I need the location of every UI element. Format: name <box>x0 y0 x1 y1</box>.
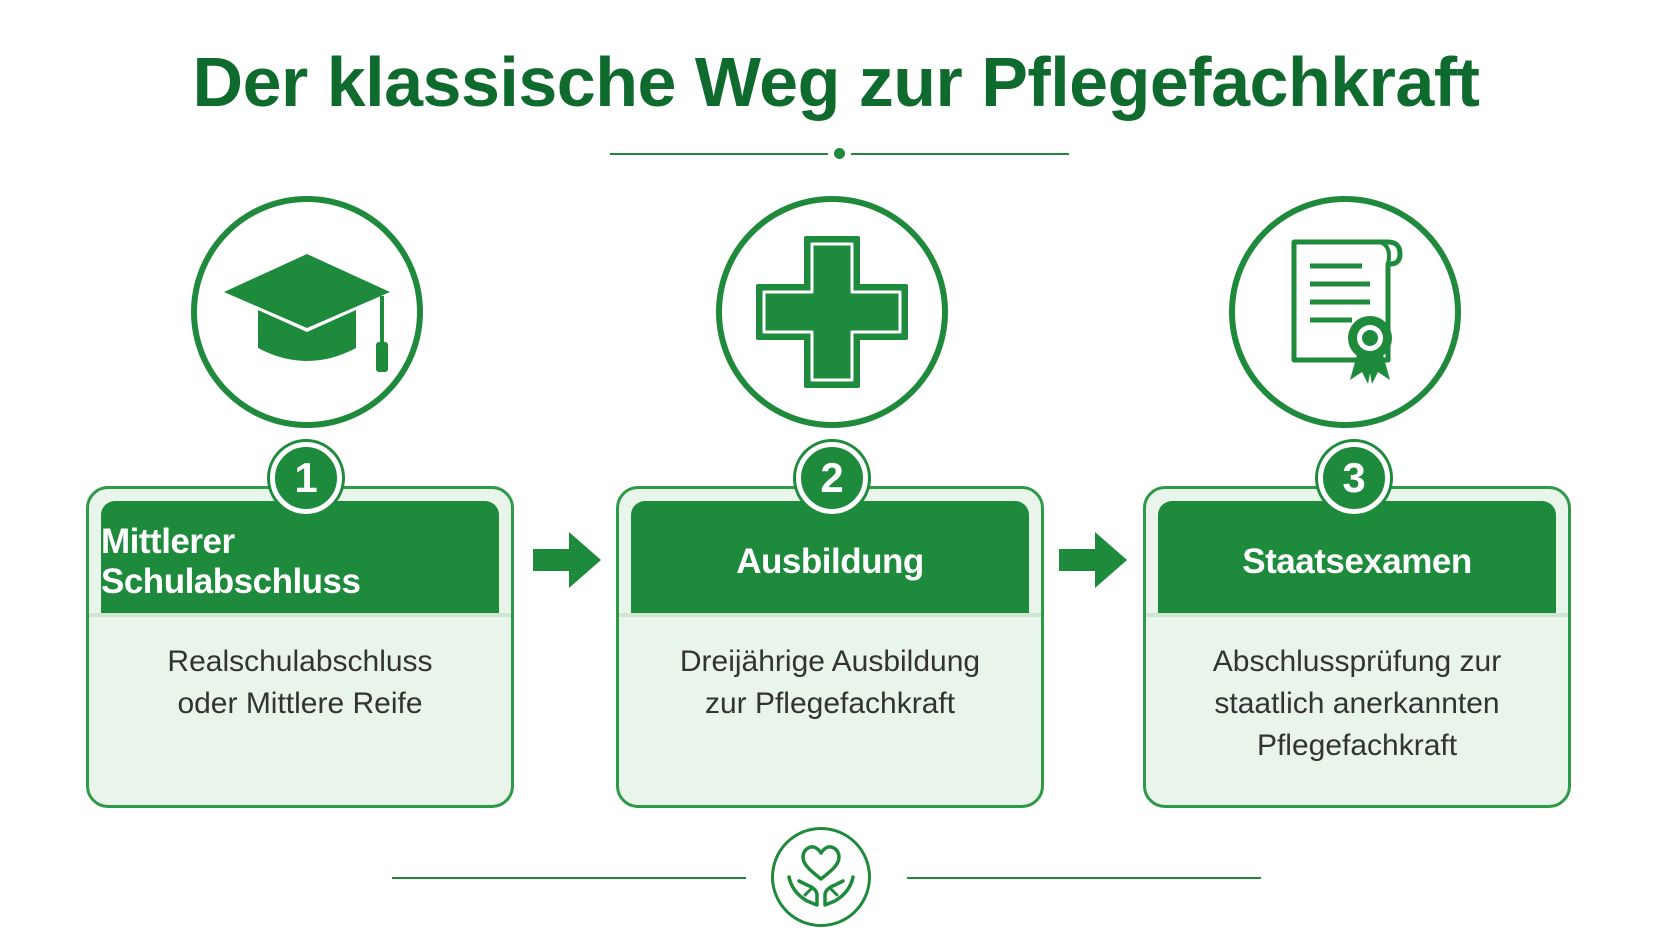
step-1-card: Mittlerer Schulabschluss Realschulabschl… <box>86 486 514 808</box>
footer-emblem <box>771 827 871 927</box>
step-1-description: Realschulabschluss oder Mittlere Reife <box>167 645 433 720</box>
step-3-card-divider <box>1146 613 1568 617</box>
step-2-card: Ausbildung Dreijährige Ausbildung zur Pf… <box>616 486 1044 808</box>
step-1-number-badge: 1 <box>270 442 342 514</box>
title-divider-left <box>610 153 828 155</box>
graduation-cap-icon <box>224 254 390 372</box>
footer-divider-left <box>392 877 746 879</box>
footer-divider-right <box>907 877 1261 879</box>
title-divider-right <box>851 153 1069 155</box>
step-3-heading: Staatsexamen <box>1158 501 1556 613</box>
page-title: Der klassische Weg zur Pflegefachkraft <box>192 43 1480 121</box>
step-1-heading: Mittlerer Schulabschluss <box>101 501 499 613</box>
step-2-description: Dreijährige Ausbildung zur Pflegefachkra… <box>679 645 981 720</box>
step-2-card-divider <box>619 613 1041 617</box>
caring-hands-heart-icon <box>787 845 855 907</box>
medical-cross-icon <box>756 236 908 388</box>
certificate-icon <box>1291 239 1403 384</box>
step-1-icon-circle <box>191 196 423 428</box>
step-3-number-badge: 3 <box>1318 442 1390 514</box>
step-3-description: Abschlussprüfung zur staatlich anerkannt… <box>1212 645 1502 762</box>
step-3-card: Staatsexamen Abschlussprüfung zur staatl… <box>1143 486 1571 808</box>
step-2-icon-circle <box>716 196 948 428</box>
arrow-right-icon <box>533 532 601 588</box>
step-2-number-badge: 2 <box>796 442 868 514</box>
step-2-heading: Ausbildung <box>631 501 1029 613</box>
arrow-right-icon <box>1059 532 1127 588</box>
step-1-card-divider <box>89 613 511 617</box>
step-3-icon-circle <box>1229 196 1461 428</box>
title-divider-dot <box>834 148 845 159</box>
